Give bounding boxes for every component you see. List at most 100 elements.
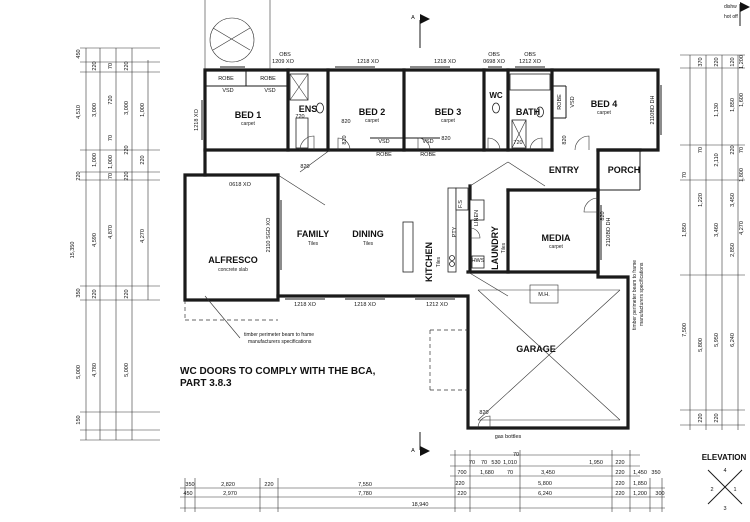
dim-bottom: 300 (655, 491, 664, 497)
dim-bottom: 2,820 (221, 482, 235, 488)
dim-left: 3,000 (124, 101, 130, 115)
dim-bottom: 350 (185, 482, 194, 488)
dim-left: 5,000 (76, 365, 82, 379)
vsd-label: VSD (264, 88, 275, 94)
dim-right: 1,220 (698, 193, 704, 207)
fridge-space (455, 187, 469, 211)
note-beam: timber perimeter beam to frame (244, 332, 314, 338)
dim-bottom: 220 (264, 482, 273, 488)
dim-left: 220 (76, 171, 82, 180)
robe-label: ROBE (420, 152, 436, 158)
dim-bottom: 1,950 (589, 460, 603, 466)
room-ensuite: ENS (299, 104, 318, 114)
dim-right: 6,240 (730, 333, 736, 347)
window-label: 2110 SGD XO (266, 217, 272, 252)
door-size: 820 (562, 135, 568, 144)
room-porch: PORCH (608, 165, 641, 175)
dim-left: 70 (108, 63, 114, 69)
dim-bottom: 7,780 (358, 491, 372, 497)
legend-label: hot off (724, 14, 738, 20)
dim-right: 1,800 (739, 168, 745, 182)
door-size: 720 (295, 114, 304, 120)
dim-bottom: 220 (615, 481, 624, 487)
robe-label: ROBE (557, 94, 563, 110)
dim-right: 220 (698, 413, 704, 422)
window-label: 1212 XO (426, 302, 448, 308)
dim-bottom-total: 18,940 (412, 502, 429, 508)
dim-bottom: 700 (457, 470, 466, 476)
kitchen-island (402, 221, 414, 273)
vanity-icon (295, 117, 309, 149)
room-garage: GARAGE (516, 344, 556, 354)
alfresco-slab (184, 300, 278, 321)
dim-left: 70 (108, 135, 114, 141)
window-label: 1209 XO (272, 59, 294, 65)
window-label: OBS (488, 52, 500, 58)
room-bed4-floor: carpet (597, 110, 612, 116)
dim-right: 2,110 (714, 153, 720, 166)
room-media-floor: carpet (549, 244, 564, 250)
room-laundry-floor: Tiles (501, 242, 507, 253)
kitchen-fixtures (402, 187, 485, 273)
vsd-label: VSD (422, 139, 433, 145)
dim-bottom: 350 (651, 470, 660, 476)
elevation-key: ELEVATION 1 2 3 4 (702, 453, 747, 512)
notes: WC DOORS TO COMPLY WITH THE BCA, PART 3.… (180, 260, 645, 389)
dim-bottom: 70 (507, 470, 513, 476)
room-media: MEDIA (542, 233, 572, 243)
vsd-label: VSD (222, 88, 233, 94)
dim-bottom: 220 (615, 470, 624, 476)
door-swings (299, 135, 599, 429)
dim-right: 3,450 (730, 193, 736, 207)
legend-label: dishw (724, 4, 737, 10)
dim-bottom: 70 (481, 460, 487, 466)
dim-right: 1,600 (739, 93, 745, 107)
room-labels: BED 1 carpet ENS BED 2 carpet BED 3 carp… (208, 91, 640, 354)
toilet-icon (316, 102, 324, 114)
windows (201, 66, 662, 300)
garage-ceiling (429, 284, 621, 421)
dim-bottom: 220 (457, 491, 466, 497)
linen-cupboard (469, 199, 485, 221)
dim-bottom: 3,450 (541, 470, 555, 476)
dim-bottom: 220 (615, 460, 624, 466)
section-flag-icon (420, 14, 430, 24)
dim-right: 220 (714, 413, 720, 422)
room-bed4: BED 4 (591, 99, 618, 109)
door-sizes: 720 820 820 820 720 820 820 820 820 (295, 114, 606, 416)
door-size: 820 (341, 119, 350, 125)
window-label: 2110BD DH (650, 96, 656, 125)
section-flag-icon (420, 446, 430, 456)
window-label: 1212 XO (519, 59, 541, 65)
door-size: 820 (600, 211, 606, 220)
room-dining: DINING (352, 229, 384, 239)
room-bed2-floor: carpet (365, 118, 380, 124)
dim-left: 720 (108, 95, 114, 104)
note-beam-right: timber perimeter beam to frame (632, 260, 638, 330)
dim-left: 350 (76, 288, 82, 297)
dim-left: 4,780 (92, 363, 98, 377)
fridge-label: F.S (458, 200, 464, 208)
dim-right: 1,850 (730, 98, 736, 112)
dim-right: 1,130 (714, 103, 720, 117)
left-dimensions: 450 4,510 220 4,590 350 5,000 150 15,350… (70, 47, 160, 441)
door-size: 820 (479, 410, 488, 416)
dim-left: 5,000 (124, 363, 130, 377)
sink-icon (449, 255, 455, 261)
dim-right: 70 (698, 147, 704, 153)
dim-right: 220 (730, 145, 736, 154)
note-beam-2: manufacturers specifications (248, 339, 312, 345)
dim-left: 220 (92, 289, 98, 298)
room-bed2: BED 2 (359, 107, 386, 117)
room-kitchen-floor: Tiles (436, 256, 442, 267)
room-dining-floor: Tiles (363, 241, 374, 247)
window-label: 1218 XO (434, 59, 456, 65)
gas-bottles-label: gas bottles (495, 434, 522, 440)
window-label: 1218 XO (357, 59, 379, 65)
room-wc: WC (489, 91, 503, 100)
room-bath: BATH (516, 107, 540, 117)
dim-right: 4,270 (739, 221, 745, 235)
dim-left: 220 (140, 155, 146, 164)
dim-bottom: 2,970 (223, 491, 237, 497)
